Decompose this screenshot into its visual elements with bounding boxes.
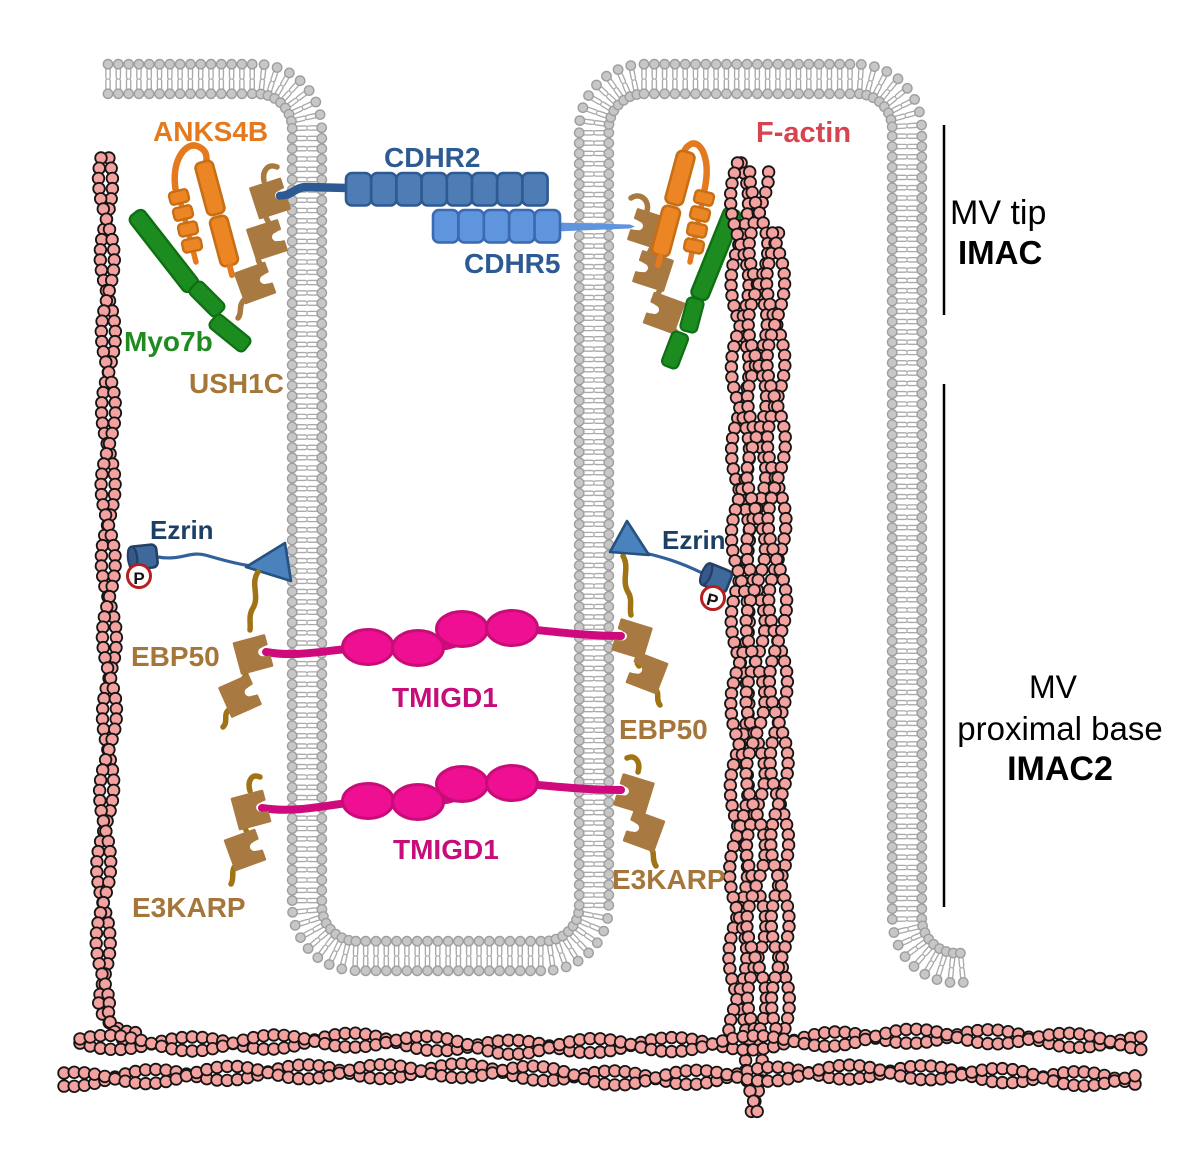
svg-text:IMAC2: IMAC2 — [1007, 750, 1113, 788]
svg-text:Myo7b: Myo7b — [124, 326, 213, 357]
svg-text:MV: MV — [1029, 669, 1078, 705]
svg-text:P: P — [705, 590, 721, 611]
svg-text:EBP50: EBP50 — [131, 641, 220, 672]
svg-text:EBP50: EBP50 — [619, 714, 708, 745]
svg-text:MV tip: MV tip — [950, 194, 1046, 232]
svg-text:Ezrin: Ezrin — [662, 525, 726, 555]
svg-text:E3KARP: E3KARP — [132, 892, 246, 923]
svg-text:proximal base: proximal base — [957, 710, 1162, 747]
svg-text:CDHR5: CDHR5 — [464, 248, 560, 279]
svg-text:TMIGD1: TMIGD1 — [392, 682, 498, 713]
svg-text:E3KARP: E3KARP — [612, 864, 726, 895]
svg-text:IMAC: IMAC — [958, 234, 1042, 271]
svg-text:F-actin: F-actin — [756, 117, 851, 149]
svg-text:Ezrin: Ezrin — [150, 515, 214, 545]
svg-text:ANKS4B: ANKS4B — [153, 116, 268, 147]
svg-text:TMIGD1: TMIGD1 — [393, 834, 499, 865]
svg-text:P: P — [133, 569, 144, 588]
svg-text:CDHR2: CDHR2 — [384, 142, 480, 173]
svg-text:USH1C: USH1C — [189, 368, 284, 399]
